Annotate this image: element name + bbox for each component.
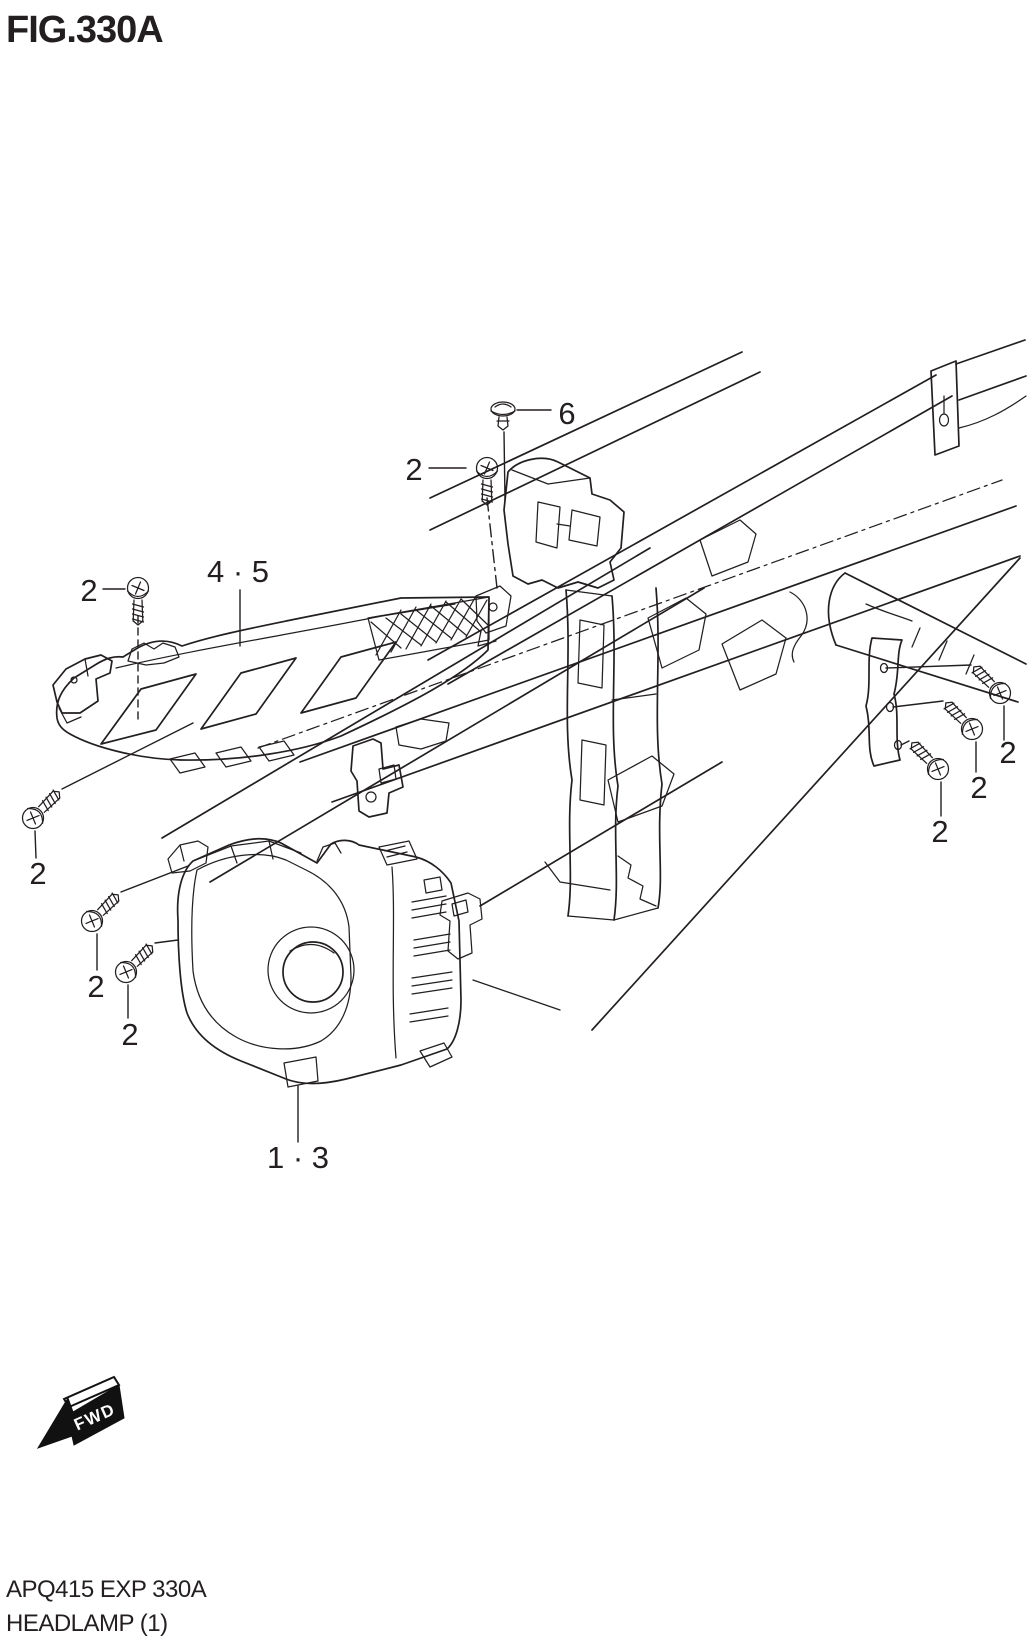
leader-lines (34, 409, 1005, 1143)
centerline (257, 479, 1003, 749)
connector (378, 840, 418, 866)
screw-right-2 (937, 694, 988, 745)
screw-right-3 (903, 734, 954, 785)
headlamp-housing-13 (167, 837, 483, 1088)
figure-title: FIG.330A (6, 9, 163, 51)
screw-bracket (865, 637, 903, 767)
fwd-arrow: FWD (36, 1375, 125, 1449)
screw-left-1 (17, 783, 68, 834)
screw-right-1 (965, 658, 1016, 709)
housing-ribs (409, 895, 453, 1023)
callout-2-right1: 2 (999, 735, 1016, 770)
callout-2-right2: 2 (970, 770, 987, 805)
callout-6: 6 (558, 396, 575, 431)
callout-2-bezel: 2 (80, 573, 97, 608)
bezel-left-bracket (52, 654, 113, 714)
callout-2-left3: 2 (121, 1017, 138, 1052)
callout-4-5: 4 · 5 (207, 554, 269, 589)
callout-2-right3: 2 (931, 814, 948, 849)
headlamp-bezel-45 (52, 595, 490, 818)
fastener-screws (17, 401, 1016, 988)
clip-fastener (490, 401, 516, 431)
fwd-arrow-body (36, 1384, 125, 1449)
callout-2-left2: 2 (87, 969, 104, 1004)
callout-2-top: 2 (405, 452, 422, 487)
screw-left-3 (110, 937, 161, 988)
callout-1-3: 1 · 3 (267, 1140, 329, 1175)
screw-left-2 (76, 886, 127, 937)
callout-2-left1: 2 (29, 856, 46, 891)
vehicle-body-structure (161, 339, 1027, 1031)
figure-name: HEADLAMP (1) (6, 1610, 168, 1637)
callout-labels: 6 2 4 · 5 2 2 2 2 2 2 2 1 · 3 (29, 396, 1016, 1175)
projector-lens (282, 941, 344, 1003)
bezel-lower-bracket (350, 738, 404, 818)
figure-code: APQ415 EXP 330A (6, 1576, 207, 1603)
